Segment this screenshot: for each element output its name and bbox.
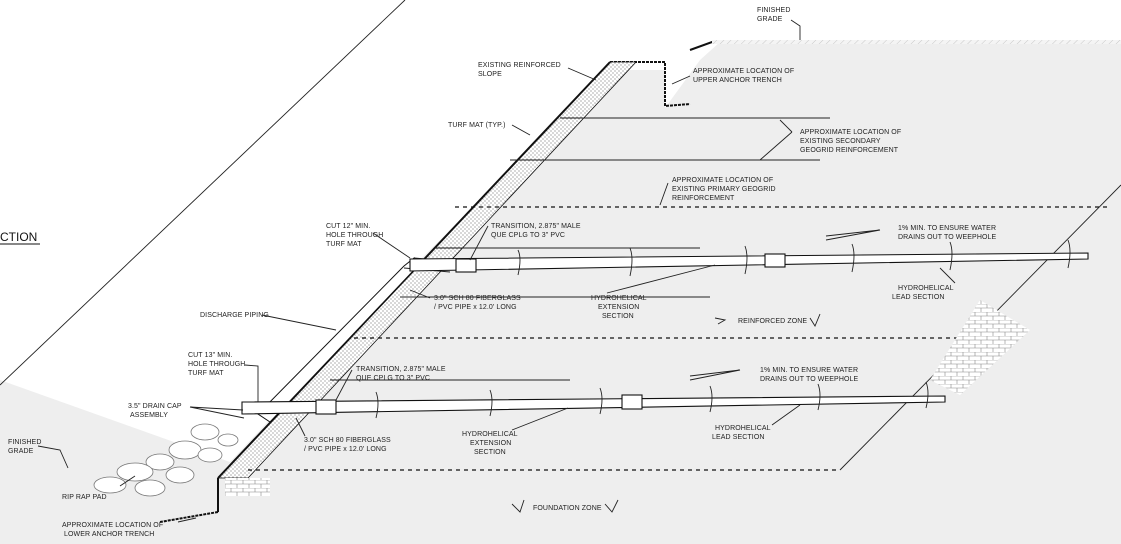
label-reinforced-zone: REINFORCED ZONE	[738, 318, 807, 325]
label-pipe-lower: 3.0" SCH 80 FIBERGLASS/ PVC PIPE x 12.0'…	[304, 437, 391, 453]
section-title: CTION	[0, 230, 37, 244]
rip-rap-pad	[93, 423, 239, 497]
label-rip-rap: RIP RAP PAD	[62, 494, 107, 501]
secondary-geogrid-lines	[510, 117, 830, 161]
upper-drain-pipe	[409, 239, 1089, 277]
lower-anchor-trench	[159, 511, 219, 523]
label-pipe-upper: 3.0" SCH 80 FIBERGLASS/ PVC PIPE x 12.0'…	[434, 295, 521, 311]
upper-anchor-trench	[610, 61, 691, 108]
label-turf-mat: TURF MAT (TYP.)	[448, 122, 506, 129]
label-discharge: DISCHARGE PIPING	[200, 312, 269, 319]
leader-lines	[37, 19, 956, 523]
label-foundation-zone: FOUNDATION ZONE	[533, 505, 602, 512]
